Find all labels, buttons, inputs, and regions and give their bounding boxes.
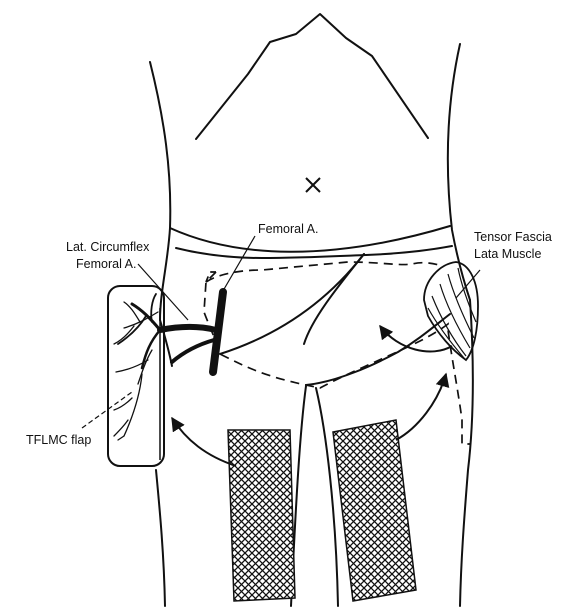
arrow-graft-to-flap [172, 418, 236, 466]
lat-circumflex-label-line1: Lat. Circumflex [66, 240, 150, 254]
inner-thigh-right [316, 388, 338, 606]
midline-right [304, 254, 364, 344]
donor-area-top-outline [206, 262, 442, 282]
skin-graft-left [228, 430, 295, 601]
ribcage-outline [196, 14, 428, 139]
torso-right-side [448, 44, 470, 300]
arrow-graft-to-muscle [396, 374, 446, 440]
outer-leg-right [460, 300, 473, 606]
donor-area-outline [204, 272, 470, 444]
groin-crease-left [220, 254, 364, 354]
skin-graft-right [333, 420, 416, 601]
groin-crease-right [306, 314, 450, 385]
outer-leg-left [156, 470, 165, 606]
lat-circumflex-femoral-artery [118, 294, 216, 368]
tensor-fascia-label-line2: Lata Muscle [474, 247, 541, 261]
lat-circumflex-label-line2: Femoral A. [76, 257, 136, 271]
tflmc-flap-label: TFLMC flap [26, 433, 91, 447]
tensor-fascia-label-line1: Tensor Fascia [474, 230, 552, 244]
femoral-a-label: Femoral A. [258, 222, 318, 236]
tflmc-flap [108, 286, 164, 466]
x-mark-icon [306, 178, 320, 192]
